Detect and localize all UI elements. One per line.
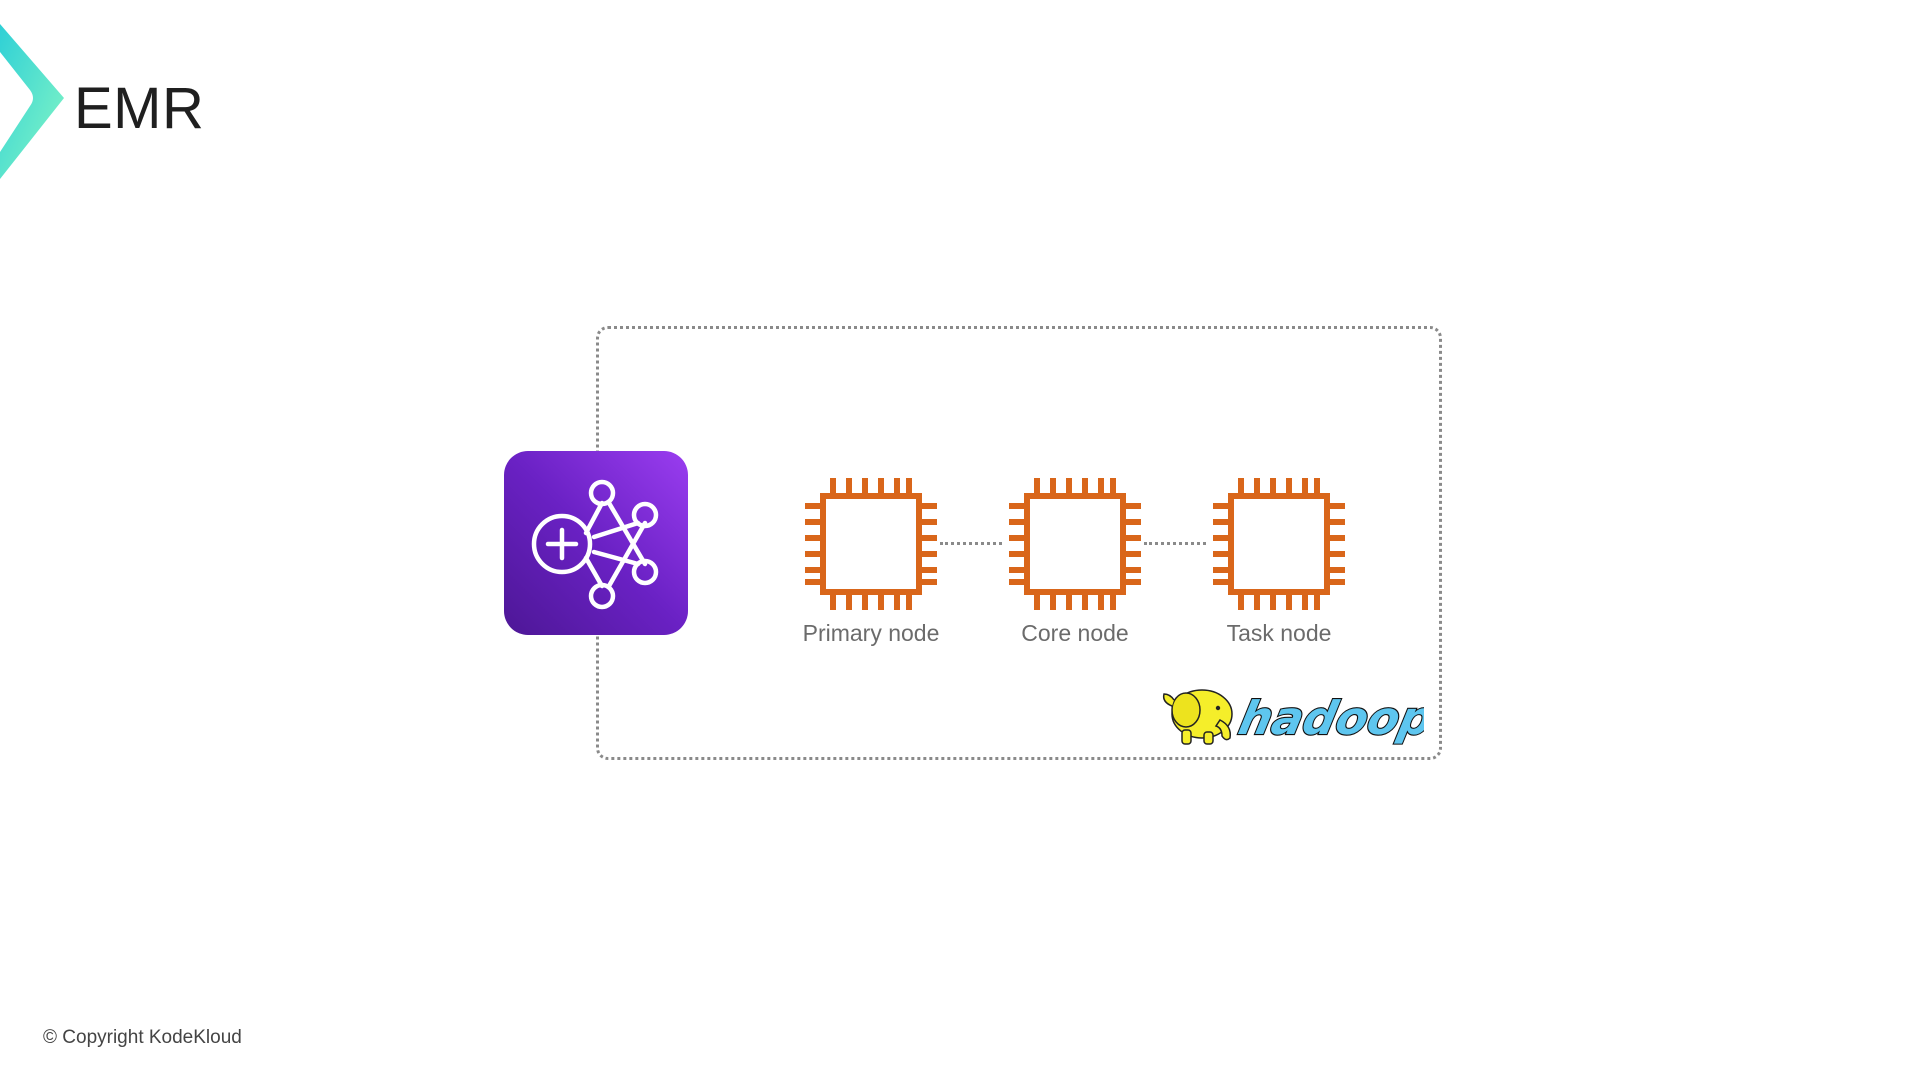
- core-node-label: Core node: [1021, 620, 1129, 646]
- primary-node-label: Primary node: [802, 620, 940, 646]
- emr-service-icon: [504, 451, 688, 635]
- page-title: EMR: [74, 76, 205, 141]
- task-node-chip-icon: [1211, 476, 1347, 612]
- hadoop-elephant-logo: hadoop: [1160, 680, 1424, 748]
- copyright-text: © Copyright KodeKloud: [43, 1027, 242, 1048]
- core-node-chip-icon: [1007, 476, 1143, 612]
- connector-line: [940, 542, 1002, 545]
- kodekloud-chevron-icon: [0, 24, 66, 179]
- hadoop-wordmark: hadoop: [1234, 691, 1424, 744]
- primary-node-chip-icon: [803, 476, 939, 612]
- connector-line: [1144, 542, 1206, 545]
- task-node-label: Task node: [1226, 620, 1332, 646]
